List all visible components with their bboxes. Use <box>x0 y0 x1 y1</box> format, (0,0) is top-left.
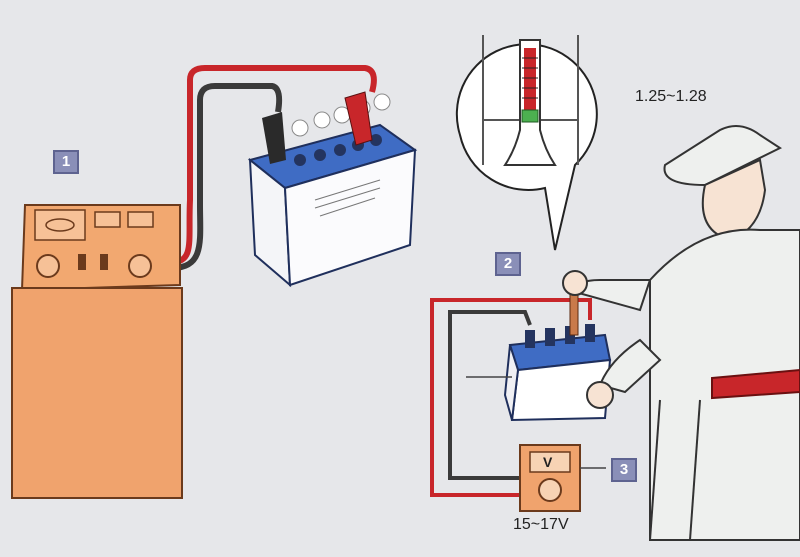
voltmeter-label: V <box>543 454 553 470</box>
hydrometer-callout <box>455 35 598 251</box>
test-battery-icon <box>466 284 612 422</box>
step-2-badge: 2 <box>495 252 521 276</box>
battery-charger-icon <box>11 204 183 499</box>
battery-icon <box>247 91 418 288</box>
technician-icon <box>562 125 800 541</box>
density-range-label: 1.25~1.28 <box>635 88 707 105</box>
voltmeter-icon <box>519 444 606 512</box>
step-1-badge: 1 <box>53 150 79 174</box>
charger-cables <box>171 65 377 271</box>
test-circuit <box>430 298 592 497</box>
step-3-badge: 3 <box>611 458 637 482</box>
voltage-range-label: 15~17V <box>513 516 569 533</box>
